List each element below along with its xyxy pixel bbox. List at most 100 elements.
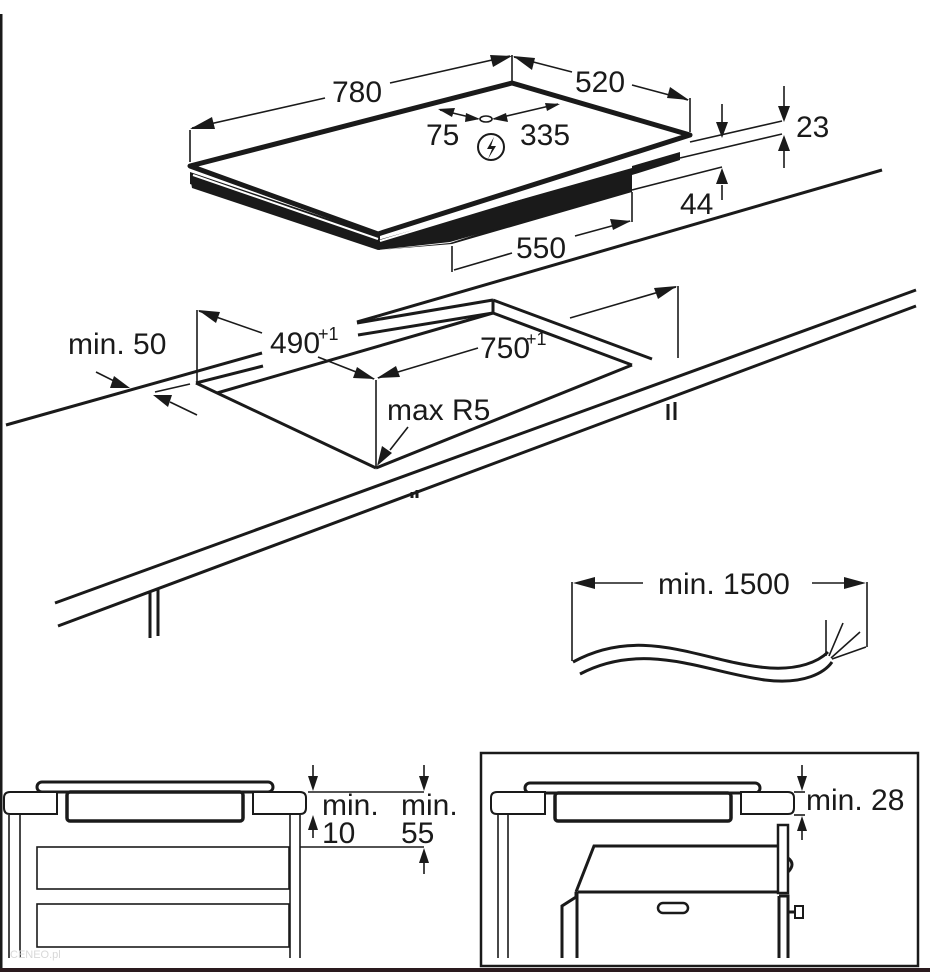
dim-label-490: 490 [270, 327, 320, 360]
arrow-icon [377, 366, 400, 378]
watermark: CENEO.pl [10, 949, 61, 961]
hob-edge-highlight [379, 147, 688, 242]
arrow-icon [490, 55, 512, 67]
extension-line [689, 120, 783, 143]
hob-body-section [553, 791, 733, 823]
dimension-glass-thickness: 23 [679, 86, 829, 168]
cabinet-side-upper [776, 823, 790, 895]
dimension-hob-depth: 520 [513, 56, 691, 132]
arrow-icon [308, 815, 318, 830]
cable-illustration: min. 1500 [571, 568, 868, 683]
cutout-edge [195, 381, 377, 470]
connection-point [479, 115, 493, 123]
arrow-icon [654, 286, 677, 299]
cutout-front-edge [375, 363, 633, 470]
dim-label-min-50: min. 50 [68, 328, 166, 361]
hob-glass-top [187, 80, 693, 237]
arrow-icon [610, 219, 631, 230]
worktop-front-edge-bottom [57, 304, 917, 628]
arrow-icon [438, 108, 455, 117]
dimension-connection-point: 75 335 [426, 103, 570, 161]
worktop-front-edge-top [54, 288, 917, 605]
worktop-section-left [3, 791, 58, 815]
dimension-line [453, 252, 513, 271]
arrow-icon [573, 577, 595, 589]
knob [786, 856, 794, 874]
arrow-icon [513, 56, 535, 70]
worktop-section-right [740, 791, 795, 815]
dim-label-max-r5: max R5 [387, 394, 490, 427]
arrow-icon [778, 106, 790, 122]
drawer [36, 903, 290, 948]
hob-body-shadow [190, 168, 632, 250]
dimension-body-height: 44 [631, 166, 728, 221]
dim-tolerance-750: +1 [526, 329, 547, 349]
cable-wire [572, 643, 830, 670]
dim-label-520: 520 [575, 66, 625, 99]
dimension-corner-radius: max R5 [377, 394, 490, 466]
extension-line [154, 383, 191, 393]
dimension-line [389, 55, 511, 84]
electric-connection-icon [477, 133, 505, 161]
arrow-icon [110, 376, 130, 388]
dimension-cutout-depth: 490 +1 [196, 310, 377, 468]
arrow-icon [667, 87, 689, 100]
fixing-screw [794, 905, 804, 919]
dim-label-550: 550 [516, 232, 566, 265]
cabinet-side [779, 894, 790, 958]
cable-strand [830, 631, 861, 659]
arrow-icon [716, 168, 728, 184]
dim-label-75: 75 [426, 119, 459, 152]
arrow-icon [716, 122, 728, 138]
dimension-line [389, 426, 409, 451]
cable-wire [579, 657, 834, 683]
worktop-illustration [5, 168, 917, 638]
arrow-icon [844, 577, 866, 589]
hob-edge-highlight [192, 174, 379, 240]
dim-label-min-1500: min. 1500 [658, 568, 790, 601]
arrow-icon [419, 848, 429, 863]
dim-label-44: 44 [680, 188, 713, 221]
dimension-hob-width: 780 [189, 55, 513, 162]
arrow-icon [778, 135, 790, 151]
arrow-icon [419, 776, 429, 791]
worktop-back-edge [5, 351, 263, 427]
arrow-icon [308, 776, 318, 791]
dimension-front-distance: min. 50 [68, 328, 198, 416]
dim-label-780: 780 [332, 76, 382, 109]
dimension-line [191, 97, 326, 129]
cutout-edge [195, 364, 264, 385]
arrow-icon [465, 113, 480, 122]
oven-top [574, 844, 778, 893]
arrow-icon [153, 395, 172, 407]
hob-illustration [187, 80, 693, 250]
arrow-icon [353, 367, 375, 379]
worktop-section-right [252, 791, 307, 815]
drawer [36, 846, 290, 890]
cutout-edge [357, 311, 494, 337]
cutout-edge [492, 298, 653, 361]
extension-line [631, 166, 723, 191]
hob-body-section [65, 790, 245, 823]
dim-label-min-10-line1: min. [322, 789, 379, 822]
dim-label-min-55-line2: 55 [401, 817, 434, 850]
dimension-body-width: 550 [451, 192, 633, 272]
dim-label-min-55-line1: min. [401, 789, 458, 822]
dim-label-min-28: min. 28 [806, 784, 904, 817]
dim-label-750: 750 [480, 332, 530, 365]
worktop-back-edge [356, 168, 883, 324]
arrow-icon [190, 117, 215, 129]
dim-label-335: 335 [520, 119, 570, 152]
cutout-edge [356, 298, 494, 325]
worktop-section-left [490, 791, 546, 815]
arrow-icon [377, 446, 392, 466]
arrow-icon [198, 310, 220, 323]
arrow-icon [797, 776, 807, 791]
dimension-line [169, 401, 198, 416]
oven-handle [656, 901, 690, 915]
dim-label-min-10-line2: 10 [322, 817, 355, 850]
cable-strand [831, 646, 867, 660]
section-oven-clearance: min. 28 [479, 751, 920, 968]
arrow-icon [492, 113, 508, 122]
